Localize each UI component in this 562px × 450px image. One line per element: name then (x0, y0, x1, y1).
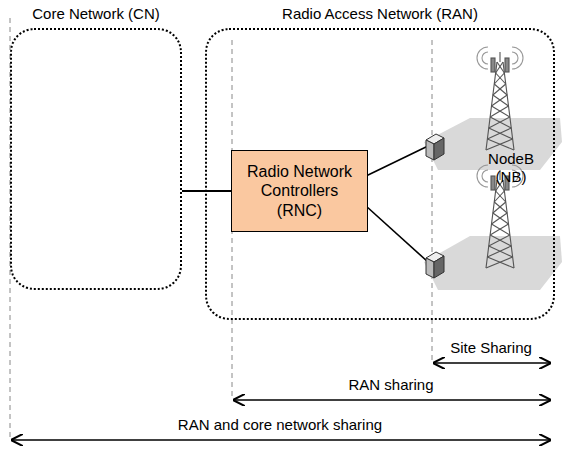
region-title: Radio Access Network (RAN) (279, 5, 481, 23)
nodeb-equipment (426, 134, 444, 278)
controller-box: Radio Network Controllers (RNC) (231, 150, 368, 232)
box-label: Radio Network Controllers (RNC) (240, 162, 359, 220)
range-label: RAN sharing (346, 376, 435, 394)
cell-area (424, 236, 562, 290)
range-label: RAN and core network sharing (176, 416, 384, 434)
range-arrows (12, 363, 550, 440)
wires (366, 146, 428, 262)
network-region: Core Network (CN) (10, 28, 182, 290)
range-label: Site Sharing (448, 339, 534, 357)
region-title: Core Network (CN) (29, 5, 163, 23)
nodeb-label: NodeB (NB) (479, 150, 543, 186)
